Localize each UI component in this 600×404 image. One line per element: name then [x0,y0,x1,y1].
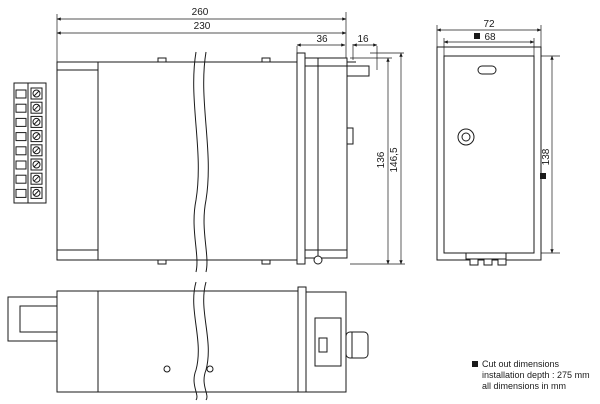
housing-body [56,61,298,261]
terminal-pin [15,146,27,156]
front-panel-inner [443,55,535,254]
dim-bezel-depth: 36 [316,34,328,45]
dimension-lines-side [56,12,405,265]
cutout-square-icon [472,361,478,367]
legend: Cut out dimensions installation depth : … [472,359,598,392]
front-bezel [296,52,306,265]
terminal-pin [15,174,27,184]
dim-body-length: 230 [194,21,211,32]
dim-cutout-width: 68 [484,32,496,43]
legend-depth: installation depth : 275 mm [482,370,590,380]
dim-cutout-height: 138 [541,148,552,165]
terminal-pin [15,89,27,99]
terminal-block [13,82,47,204]
dim-bezel-height: 146,5 [389,147,400,172]
slot [477,65,497,75]
terminal-pin [15,188,27,198]
dim-body-height: 136 [376,151,387,168]
front-knob [346,65,370,77]
top-knob [345,331,369,359]
top-view [7,281,369,401]
dimension-lines-front [436,25,560,254]
dim-front-width: 72 [483,19,495,30]
terminal-pin [15,117,27,127]
terminal-pin [15,103,27,113]
top-housing [56,290,299,393]
front-view [436,46,542,266]
terminal-pin [15,160,27,170]
break-line [193,51,199,273]
terminal-pin [15,132,27,142]
front-frame [304,57,348,259]
side-view [13,51,370,273]
dim-knob-depth: 16 [357,34,369,45]
dim-overall-length: 260 [192,7,209,18]
legend-units: all dimensions in mm [482,381,567,391]
legend-cutout: Cut out dimensions [472,359,598,370]
